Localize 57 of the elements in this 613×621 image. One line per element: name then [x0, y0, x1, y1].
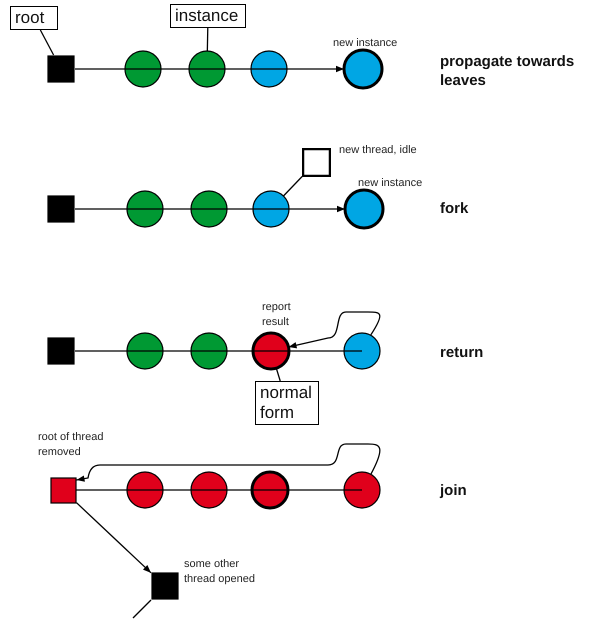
arrow — [289, 206, 345, 212]
circle-node — [343, 188, 385, 230]
connector-line — [163, 208, 191, 210]
callout-box: root — [10, 6, 58, 30]
connector-line — [161, 68, 189, 70]
circle-node — [125, 331, 165, 371]
step-label: return — [440, 343, 484, 362]
connector-line — [227, 350, 253, 352]
node-caption: root of thread removed — [38, 430, 104, 460]
square-node — [47, 55, 75, 83]
connector-line — [75, 68, 125, 70]
step-label: fork — [440, 199, 470, 218]
circle-node — [187, 49, 227, 89]
square-node — [47, 337, 75, 365]
step-label: join — [440, 481, 468, 500]
arrow — [76, 502, 152, 574]
connector-line — [225, 68, 251, 70]
circle-node — [342, 331, 382, 371]
circle-node — [251, 189, 291, 229]
arrow — [287, 66, 344, 72]
connector-line — [163, 350, 191, 352]
connector-line — [75, 350, 127, 352]
connector-line — [76, 489, 127, 491]
square-node — [50, 476, 76, 504]
connector-line — [163, 489, 191, 491]
leader-line — [276, 368, 281, 382]
square-node — [47, 195, 75, 223]
circle-node — [249, 49, 289, 89]
circle-node — [189, 189, 229, 229]
connector-line — [227, 208, 253, 210]
square-node — [151, 572, 179, 600]
circle-node — [250, 470, 290, 510]
connector-line — [289, 350, 344, 352]
leader-line — [40, 30, 54, 56]
connector-line — [282, 176, 303, 196]
step-label: propagate towards leaves — [440, 52, 576, 90]
circle-node — [342, 48, 384, 90]
circle-node — [125, 470, 165, 510]
circle-node — [189, 470, 229, 510]
circle-node — [342, 470, 382, 510]
circle-node — [123, 49, 163, 89]
connector-line — [75, 208, 127, 210]
circle-node — [251, 331, 291, 371]
connector-line — [288, 489, 344, 491]
circle-node — [189, 331, 229, 371]
node-caption: new thread, idle — [339, 143, 418, 158]
node-caption: some other thread opened — [184, 557, 256, 587]
connector-line — [227, 489, 252, 491]
circle-node — [125, 189, 165, 229]
node-caption: new instance — [333, 36, 398, 51]
connector-line — [132, 600, 152, 618]
node-caption: new instance — [358, 176, 424, 191]
callout-box: normal form — [255, 381, 319, 425]
leader-line — [206, 28, 208, 52]
arrow — [76, 443, 380, 482]
arrow — [288, 311, 380, 348]
callout-box: instance — [170, 4, 246, 28]
